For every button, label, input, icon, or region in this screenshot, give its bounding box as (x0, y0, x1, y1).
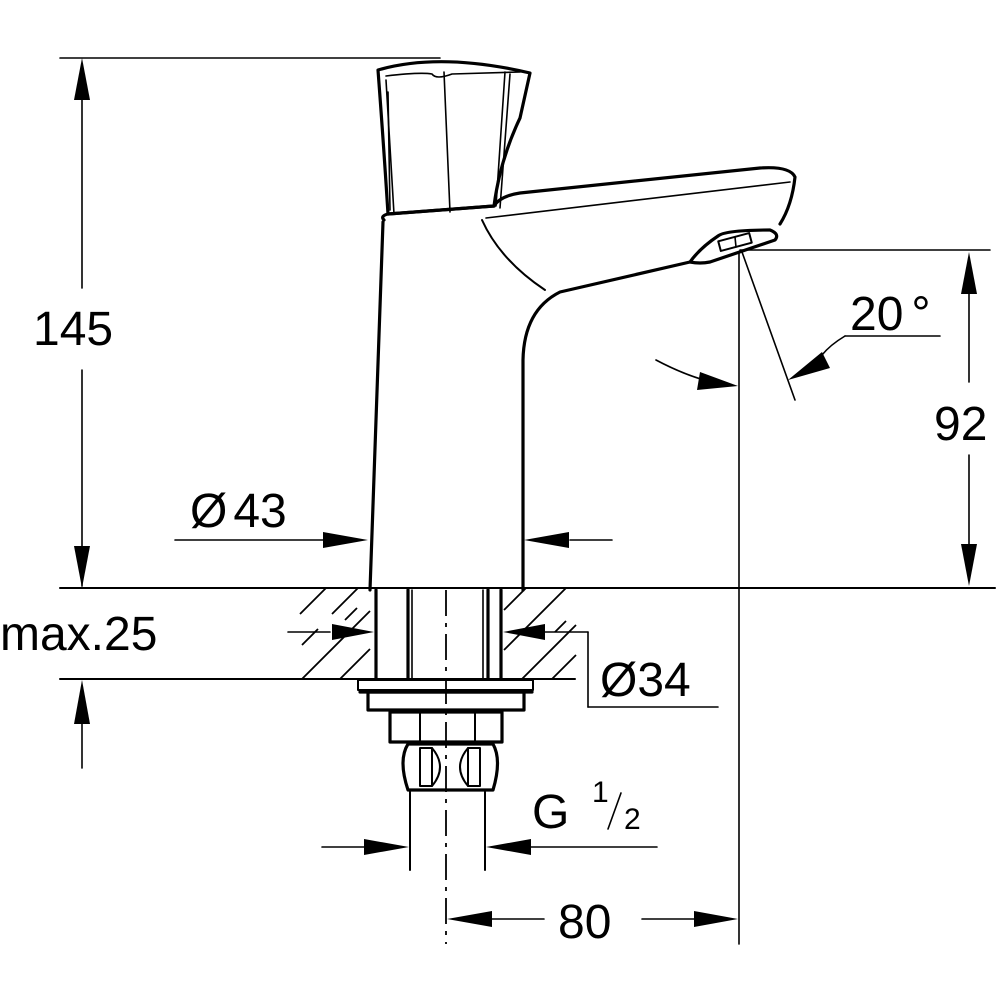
push-button-handle (376, 60, 532, 216)
supply-pipe (409, 791, 486, 871)
dimension-spout-height: 92 (739, 249, 991, 586)
deck-hatching-right (503, 587, 577, 680)
dimension-deck-thickness: max.25 (0, 569, 157, 769)
deck-hatching-left (299, 587, 371, 680)
dimension-overall-height: 145 (33, 57, 441, 588)
faucet-outline (368, 60, 797, 592)
spout (485, 166, 797, 265)
max-25-label: max.25 (0, 608, 157, 661)
angle-20-label: 20° (850, 288, 931, 341)
height-92-label: 92 (934, 398, 987, 451)
connection-nut (401, 742, 500, 792)
dimension-hole-diameter: Ø34 (287, 624, 719, 708)
thread-denominator: 2 (624, 803, 641, 836)
shank (374, 588, 503, 681)
diameter-34-label: Ø34 (600, 654, 691, 707)
projection-80-label: 80 (558, 896, 611, 949)
dimension-spout-angle: 20° (655, 251, 941, 945)
thread-g-label: G (532, 786, 569, 839)
thread-numerator: 1 (592, 776, 609, 809)
deck-section (59, 587, 996, 944)
tap-body (368, 204, 692, 592)
dimension-thread: G 1 2 (321, 776, 658, 869)
dimension-projection: 80 (447, 896, 738, 949)
height-145-label: 145 (33, 303, 113, 356)
